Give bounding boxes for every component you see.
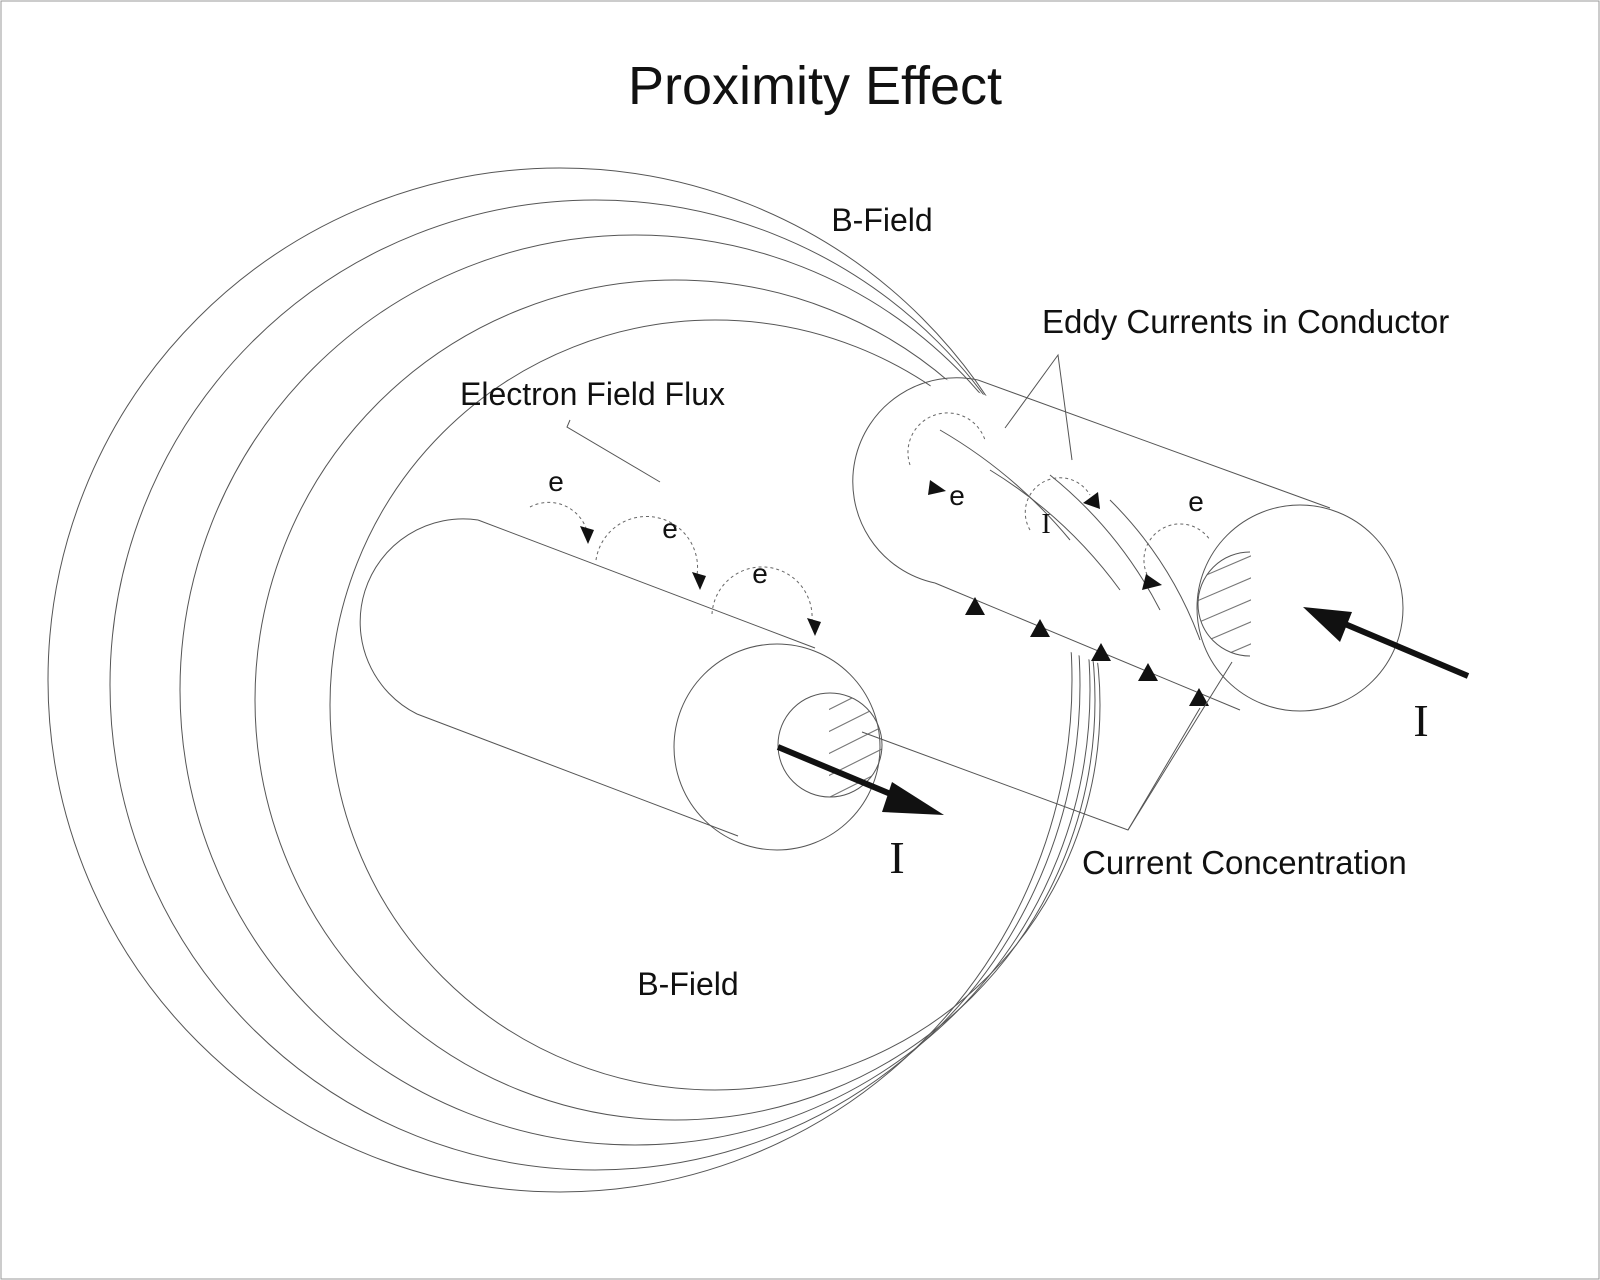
b-field-bottom-label: B-Field <box>637 966 738 1002</box>
eddy-loop <box>1024 477 1091 531</box>
electron-loop <box>595 515 699 576</box>
current-symbol: I <box>889 832 904 883</box>
left-current-arrowhead <box>882 782 944 815</box>
electron-label: e <box>1188 486 1204 517</box>
b-field-loop <box>179 234 1091 1146</box>
eddy-loop-arrowhead <box>928 480 946 495</box>
right-conductor-back-end <box>852 377 979 584</box>
b-field-loop <box>329 319 1101 1091</box>
right-current-arrowhead <box>1303 607 1352 642</box>
electron-loop <box>529 501 587 529</box>
left-current-arrow-shaft <box>776 744 907 803</box>
b-field-lines-front <box>939 429 1201 641</box>
b-field-loop <box>47 167 1073 1193</box>
eddy-loop-arrowhead <box>1083 492 1100 509</box>
b-field-loop <box>109 199 1081 1171</box>
electron-loop-arrowhead <box>692 572 706 590</box>
left-conductor-bottom-edge <box>416 713 739 837</box>
electron-flux-leader <box>566 419 661 483</box>
field-arrowhead <box>1138 663 1158 681</box>
current-concentration-label: Current Concentration <box>1082 844 1407 881</box>
b-field-lines <box>47 167 1101 1193</box>
right-current-arrow-shaft <box>1343 621 1470 679</box>
electron-label: e <box>548 466 564 497</box>
electron-loop-arrowhead <box>580 526 594 544</box>
eddy-current-loops <box>907 412 1211 590</box>
current-symbol: I <box>1413 695 1428 746</box>
field-arrowhead <box>1030 619 1050 637</box>
electron-loop <box>711 566 813 621</box>
field-arrowhead <box>965 597 985 615</box>
electron-label: e <box>752 558 768 589</box>
field-arrowhead <box>1091 643 1111 661</box>
leader-lines <box>566 353 1233 831</box>
right-conductor <box>852 374 1404 724</box>
right-hatch-edge <box>1197 551 1251 657</box>
left-hatch-edge <box>829 692 883 798</box>
eddy-loop <box>907 412 986 466</box>
eddy-loop <box>1143 523 1211 581</box>
electron-label: e <box>662 513 678 544</box>
current-concentration-leader <box>1127 661 1233 831</box>
diagram-title: Proximity Effect <box>628 56 1002 116</box>
field-arrowheads <box>965 597 1209 706</box>
left-conductor-end-face <box>673 643 881 851</box>
left-hatch-edge <box>777 692 831 798</box>
electron-loops-left <box>529 501 821 636</box>
left-conductor-back-end <box>359 518 479 715</box>
right-conductor-top-edge <box>977 379 1331 509</box>
eddy-loop-arrowhead <box>1142 574 1162 590</box>
field-arrowhead <box>1189 688 1209 706</box>
electron-loop-arrowhead <box>807 618 821 636</box>
current-symbol: I <box>1041 509 1050 540</box>
right-conductor-end-face <box>1196 504 1404 712</box>
left-conductor-top-edge <box>477 519 816 649</box>
eddy-currents-leader <box>1004 353 1073 461</box>
b-field-loop <box>254 279 1096 1121</box>
electron-flux-label: Electron Field Flux <box>460 376 725 412</box>
right-conductor-bottom-edge <box>934 582 1241 711</box>
electron-label: e <box>949 480 965 511</box>
b-field-top-label: B-Field <box>831 202 932 238</box>
left-conductor <box>342 518 883 938</box>
current-arrows <box>776 607 1470 815</box>
eddy-currents-label: Eddy Currents in Conductor <box>1042 303 1449 340</box>
